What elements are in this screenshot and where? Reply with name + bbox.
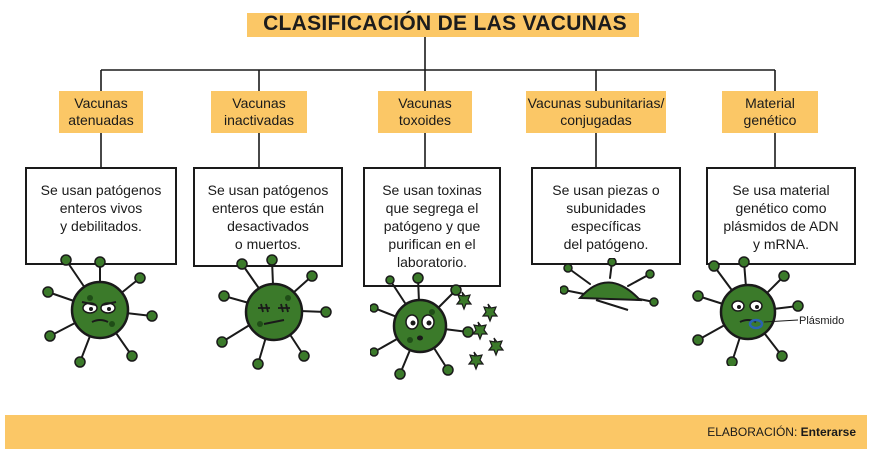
plasmid-label: Plásmido <box>799 315 845 327</box>
description-box-inactivated: Se usan patógenos enteros que están desa… <box>193 167 343 267</box>
description-box-toxoid: Se usan toxinas que segrega el patógeno … <box>363 167 501 287</box>
description-box-attenuated: Se usan patógenos enteros vivos y debili… <box>25 167 177 265</box>
inactivated-virus-icon <box>216 254 332 370</box>
credit-prefix: ELABORACIÓN: <box>707 425 798 439</box>
genetic-virus-icon <box>692 256 804 366</box>
category-label-genetic: Material genético <box>722 91 818 133</box>
diagram-title: CLASIFICACIÓN DE LAS VACUNAS <box>263 12 627 35</box>
credit-name: Enterarse <box>800 425 856 439</box>
category-label-attenuated: Vacunas atenuadas <box>59 91 143 133</box>
title-highlight <box>247 13 639 37</box>
footer-bar <box>5 415 867 449</box>
category-label-subunit: Vacunas subunitarias/ conjugadas <box>526 91 666 133</box>
subunit-fragment-icon <box>560 258 659 311</box>
description-box-genetic: Se usa material genético como plásmidos … <box>706 167 856 265</box>
toxoid-virus-icon <box>370 272 505 380</box>
description-box-subunit: Se usan piezas o subunidades específicas… <box>531 167 681 265</box>
attenuated-virus-icon <box>42 254 158 368</box>
category-label-toxoid: Vacunas toxoides <box>378 91 472 133</box>
plasmid-icon <box>748 318 764 330</box>
credit: ELABORACIÓN: Enterarse <box>707 425 856 439</box>
category-label-inactivated: Vacunas inactivadas <box>211 91 307 133</box>
